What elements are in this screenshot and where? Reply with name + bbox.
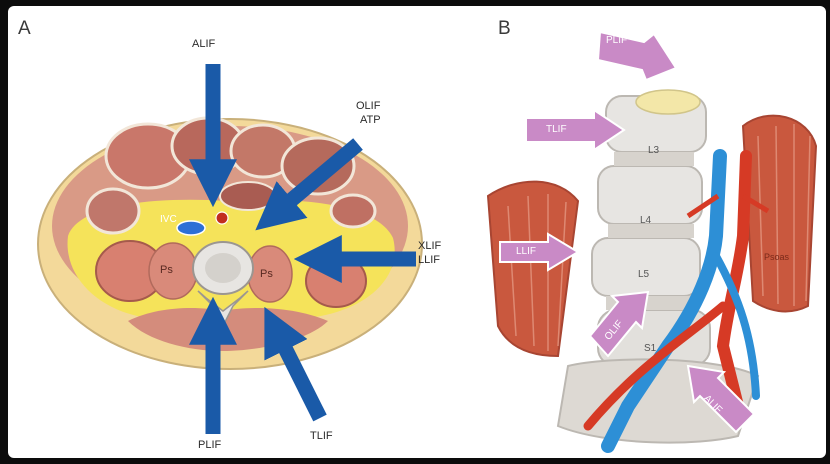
- lumbar-spine-illustration: [438, 6, 826, 458]
- label-psoas-left: Ps: [160, 264, 173, 277]
- label-psoas-right: Ps: [260, 268, 273, 281]
- label-alif: ALIF: [192, 38, 215, 51]
- label-s1: S1: [644, 342, 656, 355]
- axial-section-illustration: [8, 6, 438, 458]
- label-b-tlif: TLIF: [546, 123, 567, 136]
- label-plif: PLIF: [198, 439, 221, 452]
- psoas-left: [149, 243, 197, 299]
- panel-b-lumbar-spine: B: [438, 6, 826, 458]
- label-l5: L5: [638, 268, 649, 281]
- label-b-plif: PLIF: [606, 34, 627, 47]
- label-l4: L4: [640, 214, 651, 227]
- label-b-llif: LLIF: [516, 245, 536, 258]
- label-tlif: TLIF: [310, 430, 333, 443]
- vena-cava: [177, 221, 205, 235]
- label-llif: LLIF: [418, 254, 440, 267]
- psoas-right-muscle: [743, 116, 816, 312]
- label-l3: L3: [648, 144, 659, 157]
- label-atp: ATP: [360, 114, 381, 127]
- label-psoas-b: Psoas: [764, 251, 789, 264]
- label-olif: OLIF: [356, 100, 380, 113]
- panel-a-axial-section: A: [8, 6, 438, 458]
- label-ivc: IVC: [160, 213, 177, 226]
- aorta: [216, 212, 228, 224]
- figure-frame: A: [8, 6, 826, 458]
- top-disc: [636, 90, 700, 114]
